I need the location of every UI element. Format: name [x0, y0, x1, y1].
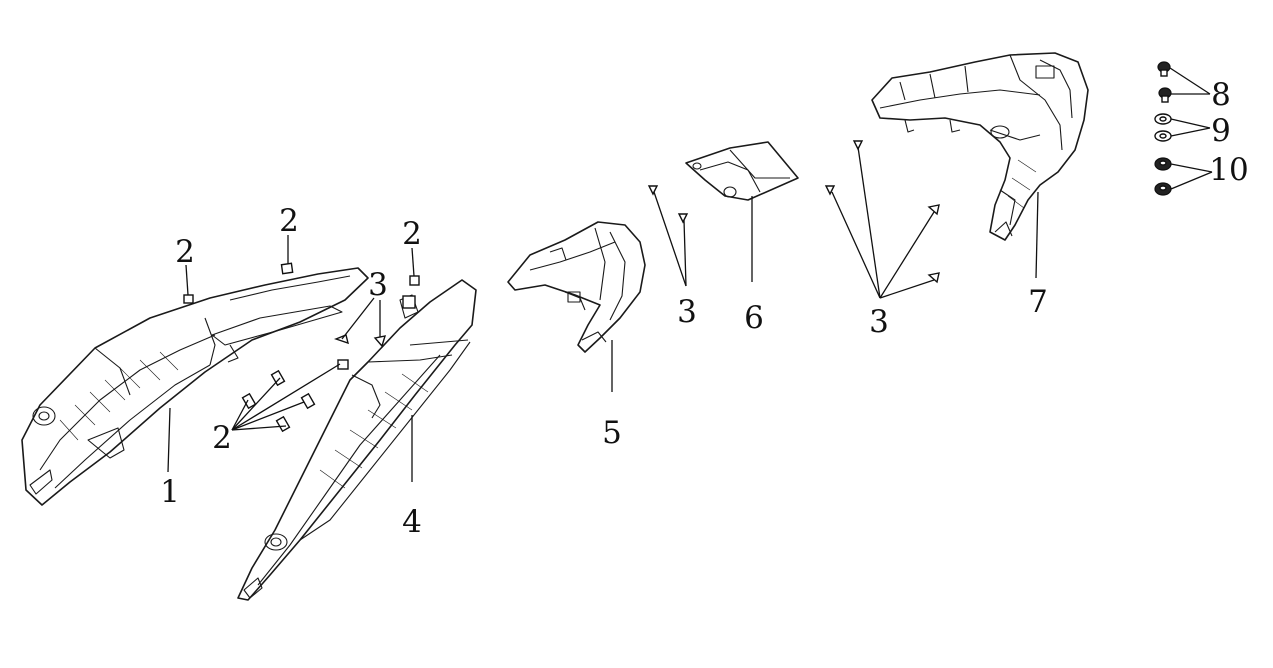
callout-1: 1	[160, 474, 180, 510]
callout-2-d: 2	[212, 420, 232, 456]
callout-3-c: 3	[869, 304, 889, 340]
callout-2-c: 2	[402, 216, 422, 252]
callout-10: 10	[1209, 152, 1248, 188]
bolts-8	[1157, 61, 1172, 103]
speed-nuts-2	[183, 262, 420, 433]
callout-labels: 1 2 2 2 2 3 4 5 3 6 3 7 8 9 10	[160, 77, 1249, 540]
part-5-rear-center-cover	[507, 221, 646, 353]
nuts-10	[1154, 157, 1172, 196]
callout-2-b: 2	[279, 203, 299, 239]
callout-8: 8	[1211, 77, 1231, 113]
callout-9: 9	[1211, 113, 1231, 149]
callout-7: 7	[1028, 284, 1048, 320]
part-6-top-cover-plate	[685, 141, 799, 201]
part-1-left-side-cover	[21, 267, 369, 506]
part-7-rear-carrier	[871, 52, 1089, 241]
screws-3	[333, 140, 940, 348]
part-4-right-side-cover	[237, 279, 477, 601]
callout-3-b: 3	[677, 294, 697, 330]
washers-9	[1154, 113, 1172, 142]
callout-5: 5	[602, 415, 622, 451]
callout-6: 6	[744, 300, 764, 336]
callout-4: 4	[402, 504, 422, 540]
leader-lines	[167, 67, 1213, 482]
callout-2-a: 2	[175, 234, 195, 270]
callout-3-a: 3	[368, 267, 388, 303]
